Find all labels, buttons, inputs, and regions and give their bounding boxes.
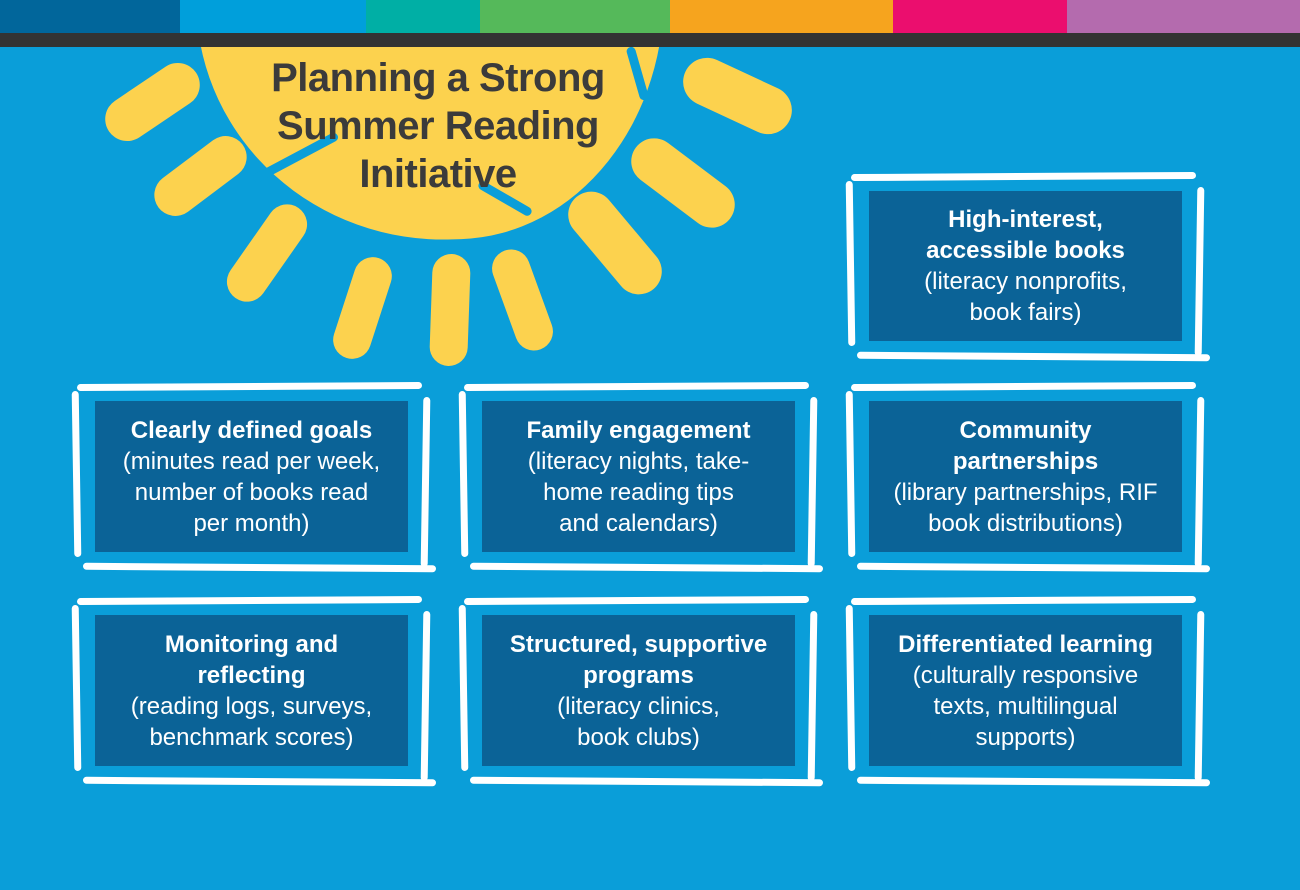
card-detail: (literacy clinics, book clubs) [557,692,720,751]
color-bar-segment [180,0,366,33]
color-bar-segment [670,0,893,33]
card-frame-line [1194,610,1205,782]
card-frame-line [845,390,856,558]
color-bar-segment [366,0,480,33]
card-structured-programs: Structured, supportive programs (literac… [458,595,824,787]
card-detail: (library partnerships, RIF book distribu… [893,478,1158,537]
card-detail: (minutes read per week, number of books … [122,447,381,537]
card-body: High-interest, accessible books (literac… [869,191,1182,341]
card-frame-line [856,351,1211,362]
top-color-bar [0,0,1300,33]
card-body: Structured, supportive programs (literac… [482,615,795,766]
color-bar-segment [1067,0,1300,33]
card-title: Clearly defined goals [130,416,373,444]
card-frame-line [76,595,423,606]
sun-ray-icon [622,129,744,237]
card-frame-line [469,776,824,787]
card-detail: (culturally responsive texts, multilingu… [912,661,1139,751]
card-differentiated-learning: Differentiated learning (culturally resp… [845,595,1211,787]
card-detail: (literacy nonprofits, book fairs) [924,268,1127,326]
card-frame-line [463,381,810,392]
sun-ray-icon [675,49,800,143]
card-clearly-defined-goals: Clearly defined goals (minutes read per … [71,381,437,573]
card-frame-line [76,381,423,392]
card-frame-line [850,171,1197,182]
card-frame-line [71,390,82,558]
card-frame-line [1194,186,1205,357]
card-frame-line [845,604,856,772]
card-title: Community partnerships [952,416,1099,475]
card-monitoring-reflecting: Monitoring and reflecting (reading logs,… [71,595,437,787]
card-high-interest-books: High-interest, accessible books (literac… [845,171,1211,362]
card-title: Differentiated learning [898,630,1153,658]
card-frame-line [807,396,818,568]
card-frame-line [856,562,1211,573]
card-community-partnerships: Community partnerships (library partners… [845,381,1211,573]
page-title: Planning a Strong Summer Reading Initiat… [271,56,605,196]
card-body: Differentiated learning (culturally resp… [869,615,1182,766]
card-frame-line [850,595,1197,606]
card-family-engagement: Family engagement (literacy nights, take… [458,381,824,573]
card-detail: (literacy nights, take- home reading tip… [527,447,750,537]
top-divider-bar [0,33,1300,47]
sun-ray-icon [328,252,397,364]
card-frame-line [463,595,810,606]
card-title: Family engagement [526,416,751,444]
card-frame-line [469,562,824,573]
card-title: Monitoring and reflecting [164,630,339,689]
card-title: Structured, supportive programs [509,630,768,689]
card-body: Family engagement (literacy nights, take… [482,401,795,552]
card-frame-line [458,604,469,772]
card-frame-line [71,604,82,772]
card-frame-line [807,610,818,782]
card-detail: (reading logs, surveys, benchmark scores… [130,692,373,751]
sun-ray-icon [96,54,209,150]
card-frame-line [856,776,1211,787]
card-frame-line [420,610,431,782]
card-frame-line [850,381,1197,392]
card-frame-line [82,562,437,573]
card-frame-line [82,776,437,787]
color-bar-segment [0,0,180,33]
card-frame-line [420,396,431,568]
color-bar-segment [893,0,1067,33]
sun-ray-icon [219,196,315,310]
sun-ray-icon [558,182,672,304]
card-title: High-interest, accessible books [926,206,1125,264]
card-body: Monitoring and reflecting (reading logs,… [95,615,408,766]
card-body: Clearly defined goals (minutes read per … [95,401,408,552]
card-body: Community partnerships (library partners… [869,401,1182,552]
color-bar-segment [480,0,670,33]
sun-ray-icon [486,244,559,356]
sun-ray-icon [429,253,471,367]
card-frame-line [845,180,856,347]
card-frame-line [458,390,469,558]
card-frame-line [1194,396,1205,568]
